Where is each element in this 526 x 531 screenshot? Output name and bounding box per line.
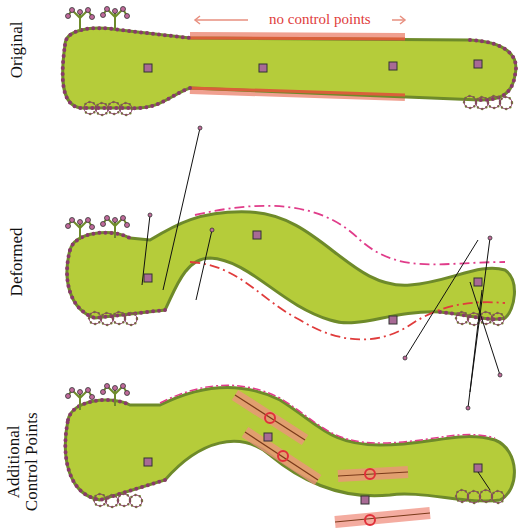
row-label: Deformed	[8, 207, 26, 317]
row-label: Original	[8, 0, 26, 105]
original-shape	[63, 7, 516, 116]
displacement-line	[142, 128, 500, 408]
annotation-label: no control points	[266, 12, 374, 28]
row-label: Additional Control Points	[4, 404, 40, 519]
corrected-shape	[65, 384, 514, 526]
deformed-shape	[66, 126, 515, 410]
